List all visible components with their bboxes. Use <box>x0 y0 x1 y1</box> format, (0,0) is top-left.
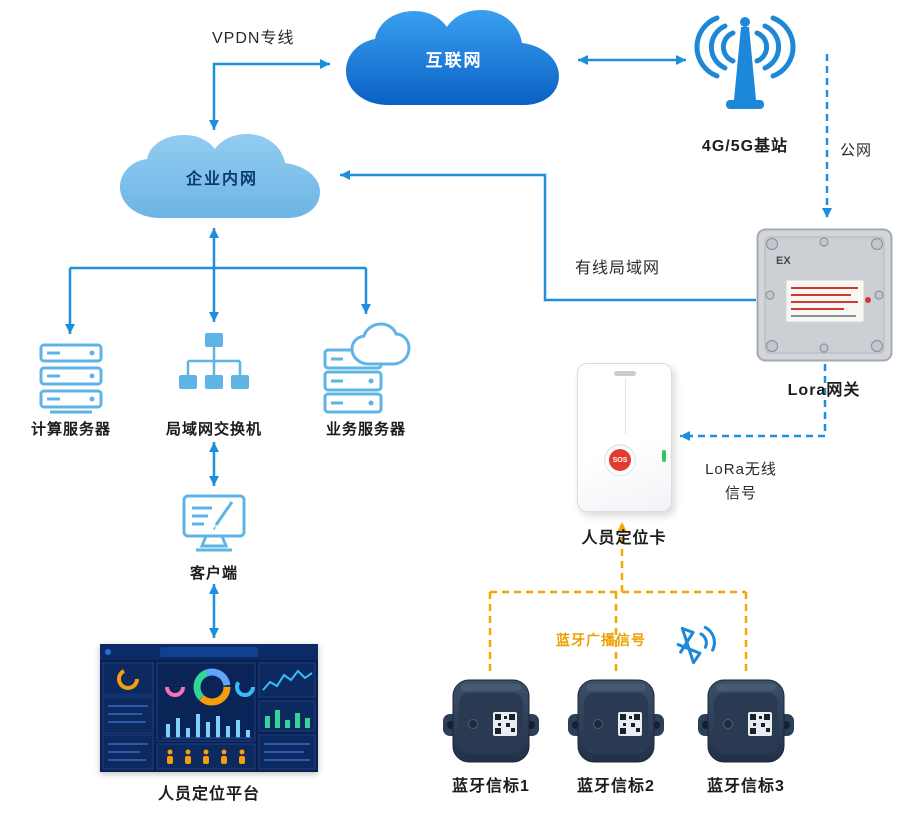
base-station-icon <box>692 6 798 120</box>
client-label: 客户端 <box>189 565 238 582</box>
lora-signal-label: LoRa无线 信号 <box>698 458 784 506</box>
base-station-label: 4G/5G基站 <box>701 138 789 155</box>
platform-label: 人员定位平台 <box>157 786 260 803</box>
bluetooth-icon <box>666 620 720 670</box>
card-speaker-slot <box>613 371 636 376</box>
beacon2-label: 蓝牙信标2 <box>577 778 655 795</box>
cloud-icon <box>120 134 320 218</box>
beacon3-label: 蓝牙信标3 <box>707 778 785 795</box>
sos-button-label: SOS <box>609 449 631 471</box>
compute-server-label: 计算服务器 <box>30 421 111 438</box>
cloud-icon <box>346 10 559 105</box>
vpdn-label: VPDN专线 <box>212 30 295 47</box>
beacon1-label: 蓝牙信标1 <box>452 778 530 795</box>
client-icon <box>182 494 246 556</box>
gateway-ex-marking: EX <box>776 255 791 267</box>
ble-broadcast-label: 蓝牙广播信号 <box>556 632 646 648</box>
lora-signal-line1: LoRa无线 <box>705 461 777 478</box>
lora-gateway: EX <box>756 228 893 362</box>
compute-server-icon <box>38 342 104 414</box>
edge-lora-signal-line <box>680 364 827 441</box>
public-net-label: 公网 <box>840 142 873 159</box>
wired-lan-label: 有线局域网 <box>575 260 661 277</box>
card-status-led <box>662 450 666 462</box>
lora-gateway-label: Lora网关 <box>787 382 861 399</box>
beacon2-icon <box>568 676 664 766</box>
lora-signal-line2: 信号 <box>724 485 757 502</box>
card-seam-line <box>624 378 626 434</box>
intranet-label: 企业内网 <box>185 171 258 188</box>
edge-wired-lan-line <box>340 170 756 302</box>
intranet-cloud: 企业内网 <box>112 132 332 224</box>
internet-cloud: 互联网 <box>338 6 570 112</box>
beacon3-icon <box>698 676 794 766</box>
business-server-icon <box>323 322 411 416</box>
antenna-icon <box>694 15 796 109</box>
internet-label: 互联网 <box>425 51 483 70</box>
platform-dashboard-screenshot <box>100 644 318 772</box>
locator-card-device: SOS <box>577 363 672 512</box>
lan-switch-icon <box>178 331 250 397</box>
beacon1-icon <box>443 676 539 766</box>
locator-card-label: 人员定位卡 <box>581 530 667 547</box>
business-server-label: 业务服务器 <box>325 421 406 438</box>
lan-switch-label: 局域网交换机 <box>165 421 262 438</box>
gateway-device-icon: EX <box>756 228 893 362</box>
sos-button: SOS <box>604 444 636 476</box>
edge-vpdn-line <box>209 59 330 130</box>
